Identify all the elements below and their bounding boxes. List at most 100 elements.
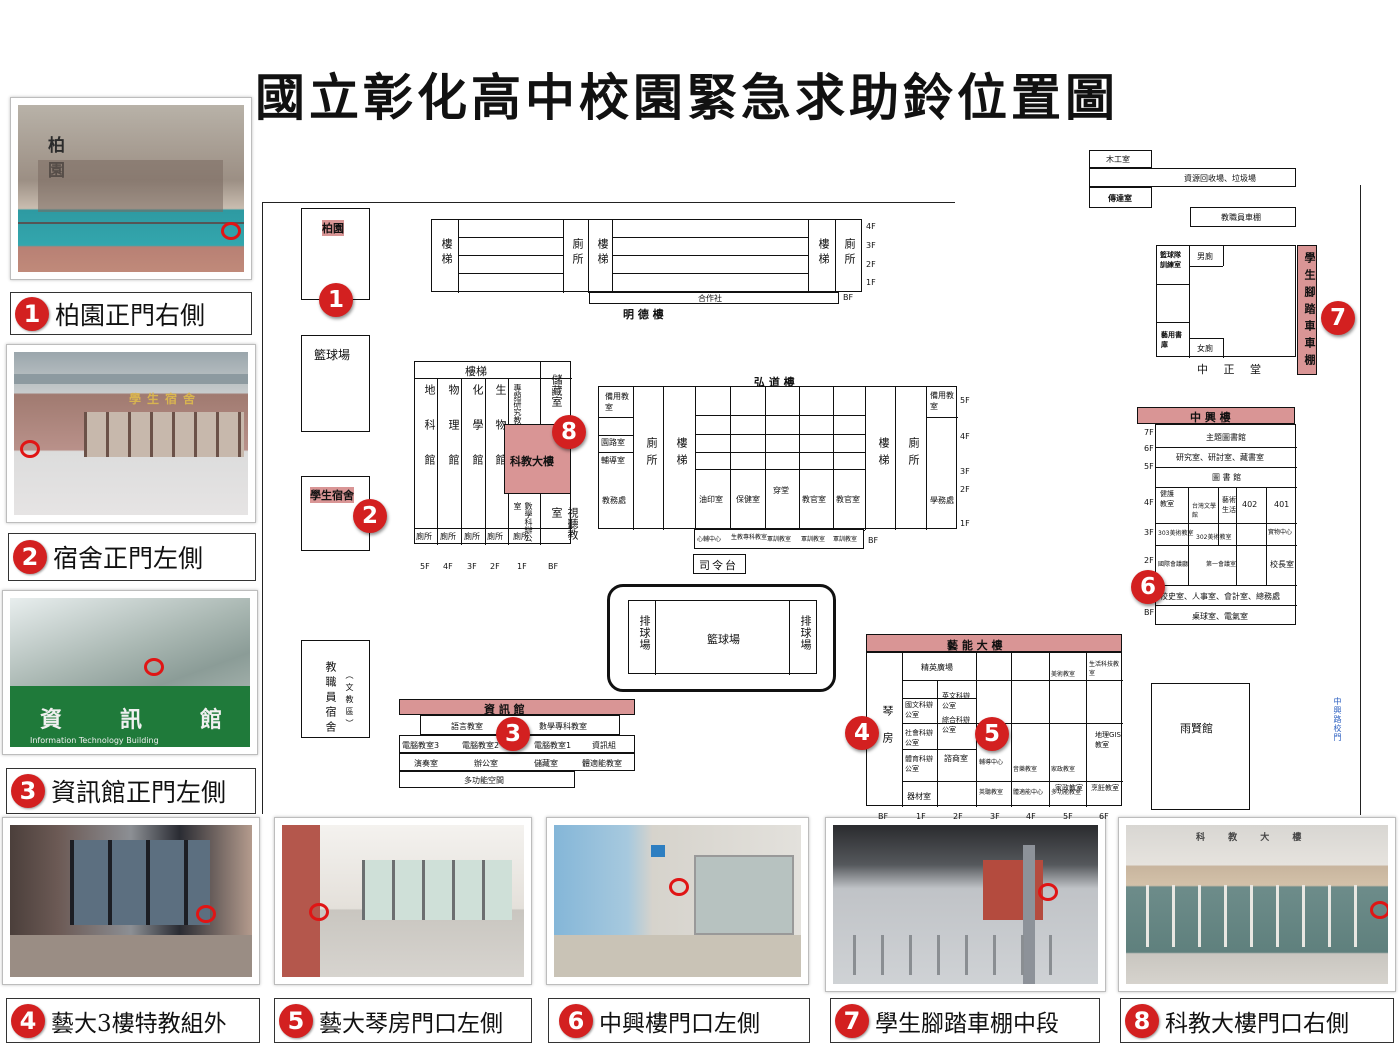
- map-transmit: 傳達室: [1089, 187, 1152, 208]
- map-marker-3[interactable]: 3: [496, 717, 530, 751]
- map-hongdao-stairs: 樓梯: [675, 437, 688, 471]
- map-marker-4[interactable]: 4: [845, 716, 879, 750]
- map-science-toilet: 廁所: [513, 532, 529, 541]
- campus-boundary-top: [262, 202, 955, 203]
- caption-6: 6 中興樓門口左側: [548, 998, 810, 1043]
- caption-number: 7: [835, 1003, 869, 1038]
- map-science-chem: 化學館: [471, 384, 484, 489]
- map-marker-7[interactable]: 7: [1321, 301, 1355, 335]
- map-zx-floor: 1F: [1144, 592, 1154, 601]
- page-title: 國立彰化高中校園緊急求助鈴位置圖: [255, 68, 1119, 127]
- map-art-fitness: 體適能中心: [1013, 789, 1044, 796]
- map-hongdao-officer: 教官室: [802, 495, 826, 504]
- map-info-header: 資 訊 館: [399, 699, 635, 716]
- bell-location-ring: [144, 658, 164, 676]
- bell-location-ring: [1370, 901, 1388, 919]
- map-marker-2[interactable]: 2: [353, 499, 387, 533]
- bell-location-ring: [196, 905, 216, 923]
- map-mingde-floor-2f: 2F: [866, 260, 876, 269]
- bell-location-ring: [1038, 883, 1058, 901]
- caption-number: 8: [1125, 1003, 1159, 1038]
- caption-text: 柏園正門右側: [55, 300, 206, 330]
- map-science-floor: BF: [548, 562, 559, 571]
- map-art-pe: 體育科辦公室: [905, 755, 933, 773]
- map-art-consult: 諮商室: [944, 754, 968, 763]
- map-science-toilet: 廁所: [416, 532, 432, 541]
- map-science-stairs: 樓梯: [465, 365, 487, 378]
- caption-number: 6: [559, 1003, 593, 1038]
- map-student-bike-label: 學生腳踏車車棚: [1303, 252, 1316, 371]
- map-info-row3: 演奏室 辦公室 儲藏室 體適能教室: [399, 753, 635, 771]
- map-male-wc: 男廁: [1197, 252, 1213, 261]
- caption-number: 4: [11, 1003, 45, 1038]
- photo-2-sign: 學生宿舍: [129, 392, 202, 406]
- map-zhongxing-label: 中 興 樓: [1190, 411, 1231, 424]
- caption-5: 5 藝大琴房門口左側: [274, 998, 532, 1043]
- caption-7: 7 學生腳踏車棚中段: [830, 998, 1100, 1043]
- map-marker-8[interactable]: 8: [552, 415, 586, 449]
- map-dorm-label: 學生宿舍: [310, 487, 354, 503]
- bell-location-ring: [309, 903, 329, 921]
- map-zx-library: 圖 書 館: [1212, 473, 1242, 482]
- map-hongdao-stairs-2: 樓梯: [877, 437, 890, 471]
- map-transmit-label: 傳達室: [1108, 194, 1132, 203]
- map-zhongzheng-label: 中 正 堂: [1197, 363, 1267, 376]
- map-court-inner: 排球場 排球場 籃球場: [628, 600, 817, 675]
- map-science-floor: 4F: [443, 562, 453, 571]
- map-science-toilet: 廁所: [487, 532, 503, 541]
- photo-5-piano-room: [274, 817, 532, 985]
- map-marker-5[interactable]: 5: [975, 717, 1009, 751]
- map-info-math: 數學專科教室: [539, 722, 587, 731]
- map-hongdao-small: 生教專科教室: [731, 534, 768, 541]
- map-mingde-toilet-1: 廁所: [571, 238, 584, 268]
- map-mingde-floor-4f: 4F: [866, 222, 876, 231]
- map-science-toilet: 廁所: [464, 532, 480, 541]
- map-zx-admin: 校史室、人事室、會計室、總務處: [1160, 592, 1280, 601]
- map-main-court-label: 籃球場: [707, 633, 740, 646]
- map-recycle-label: 資源回收場、垃圾場: [1184, 174, 1256, 183]
- caption-2: 2 宿舍正門左側: [8, 533, 256, 581]
- map-science-math-office: 數學科辦公室: [513, 502, 533, 542]
- map-marker-6[interactable]: 6: [1131, 570, 1165, 604]
- map-hongdao-room: 園路室: [601, 438, 625, 447]
- bell-location-ring: [221, 222, 241, 240]
- map-art-header: 藝 能 大 樓: [866, 634, 1122, 652]
- map-music-store: 藝用書庫: [1161, 331, 1182, 349]
- map-hongdao-counsel: 輔導室: [601, 456, 625, 465]
- map-zx-conference: 國際會議廳: [1158, 561, 1189, 568]
- map-info-pc3: 電腦教室3: [402, 741, 440, 750]
- map-coop: 合作社: [589, 292, 839, 304]
- map-yuxian-label: 雨賢館: [1180, 722, 1213, 735]
- map-science-main: 科教大樓: [504, 424, 571, 494]
- map-mingde-floor-bf: BF: [843, 293, 854, 302]
- map-mingde-building: 樓梯 廁所 樓梯 樓梯 廁所: [431, 219, 862, 293]
- map-staff-dorm-label: 教職員宿舍: [324, 661, 337, 736]
- map-zx-401: 401: [1274, 500, 1290, 509]
- caption-text: 中興樓門口左側: [599, 1010, 760, 1037]
- map-hongdao-floor: 4F: [960, 432, 970, 441]
- map-hongdao-floor-bf: BF: [868, 536, 879, 545]
- map-science-physics: 物理館: [447, 384, 460, 489]
- map-science-av: 視聽教室: [550, 507, 579, 540]
- map-art-building: 琴房 精英廣場 國文科辦公室 英文科辦公室 綜合科辦公室 社會科辦公室 體育科辦…: [866, 652, 1123, 807]
- map-info-it: 資訊組: [592, 741, 616, 750]
- caption-text: 宿舍正門左側: [53, 544, 204, 573]
- photo-3-sign: 資 訊 館: [40, 707, 241, 733]
- bell-location-ring: [669, 878, 689, 896]
- map-zx-taiwan-lit: 台灣文學館: [1192, 503, 1217, 519]
- map-marker-1[interactable]: 1: [319, 283, 353, 317]
- map-zx-principal: 校長室: [1270, 560, 1294, 569]
- caption-text: 藝大3樓特教組外: [51, 1010, 227, 1037]
- map-mingde-floor-1f: 1F: [866, 278, 876, 287]
- caption-number: 2: [13, 540, 47, 574]
- map-woodshop-label: 木工室: [1106, 155, 1130, 164]
- caption-number: 1: [15, 296, 49, 331]
- map-zx-research: 研究室、研討室、藏書室: [1176, 453, 1264, 462]
- map-basketball-left: 籃球場: [301, 335, 370, 432]
- map-zx-floor: 5F: [1144, 462, 1154, 471]
- map-science-floor: 2F: [490, 562, 500, 571]
- map-yuxian: 雨賢館: [1151, 683, 1250, 810]
- map-art-social: 社會科辦公室: [905, 729, 933, 747]
- map-zx-object: 實物中心: [1268, 529, 1293, 536]
- map-art-cook: 烹飪教室: [1091, 784, 1119, 792]
